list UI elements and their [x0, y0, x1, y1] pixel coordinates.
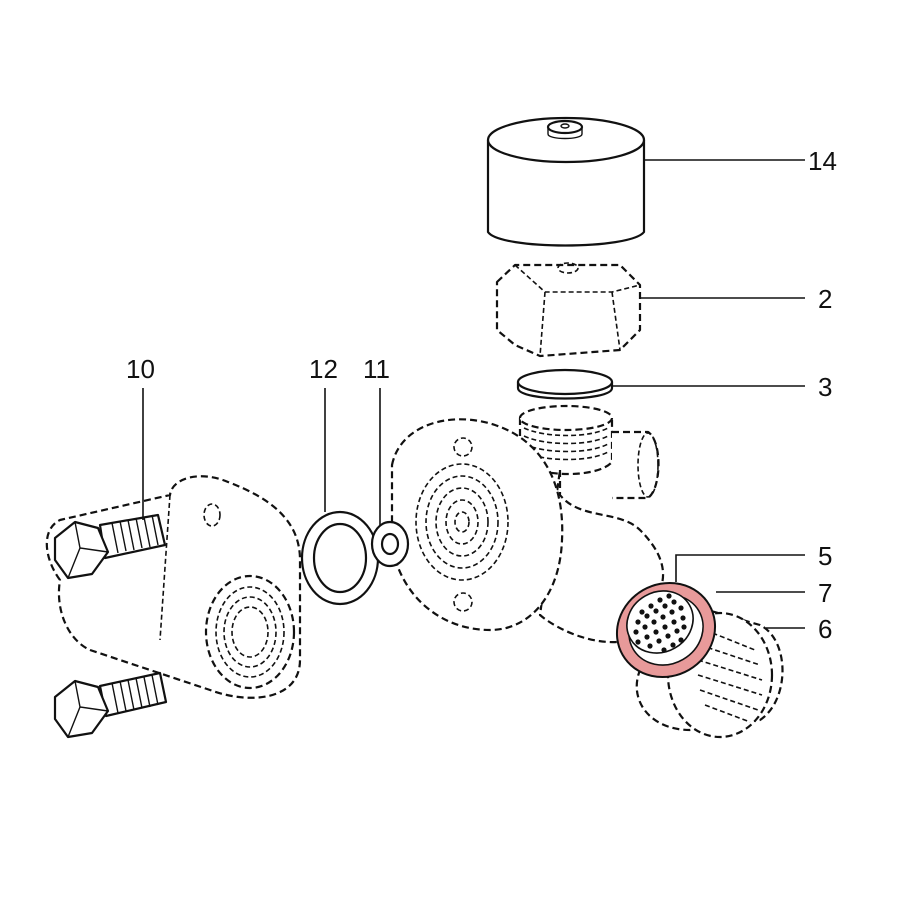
part-3-disc	[516, 368, 614, 400]
part-14-cap	[486, 116, 646, 247]
part-5-strainer-screen	[626, 590, 694, 654]
callout-6: 6	[818, 614, 832, 644]
left-housing	[45, 475, 302, 699]
callout-14: 14	[808, 146, 837, 176]
callout-2: 2	[818, 284, 832, 314]
part-2-hex-nut	[495, 262, 642, 358]
leader-lines	[142, 159, 805, 629]
callout-11: 11	[363, 354, 390, 384]
callout-12: 12	[309, 354, 338, 384]
callout-5: 5	[818, 541, 832, 571]
part-10-bolt-upper	[53, 513, 167, 580]
callout-10: 10	[126, 354, 155, 384]
callout-labels: 14 2 3 10 12 11 5 7 6	[126, 146, 837, 644]
part-11-washer	[370, 520, 410, 568]
main-body	[390, 404, 665, 644]
part-10-bolt-lower	[53, 671, 168, 739]
callout-7: 7	[818, 578, 832, 608]
callout-3: 3	[818, 372, 832, 402]
part-12-washer	[300, 510, 380, 606]
